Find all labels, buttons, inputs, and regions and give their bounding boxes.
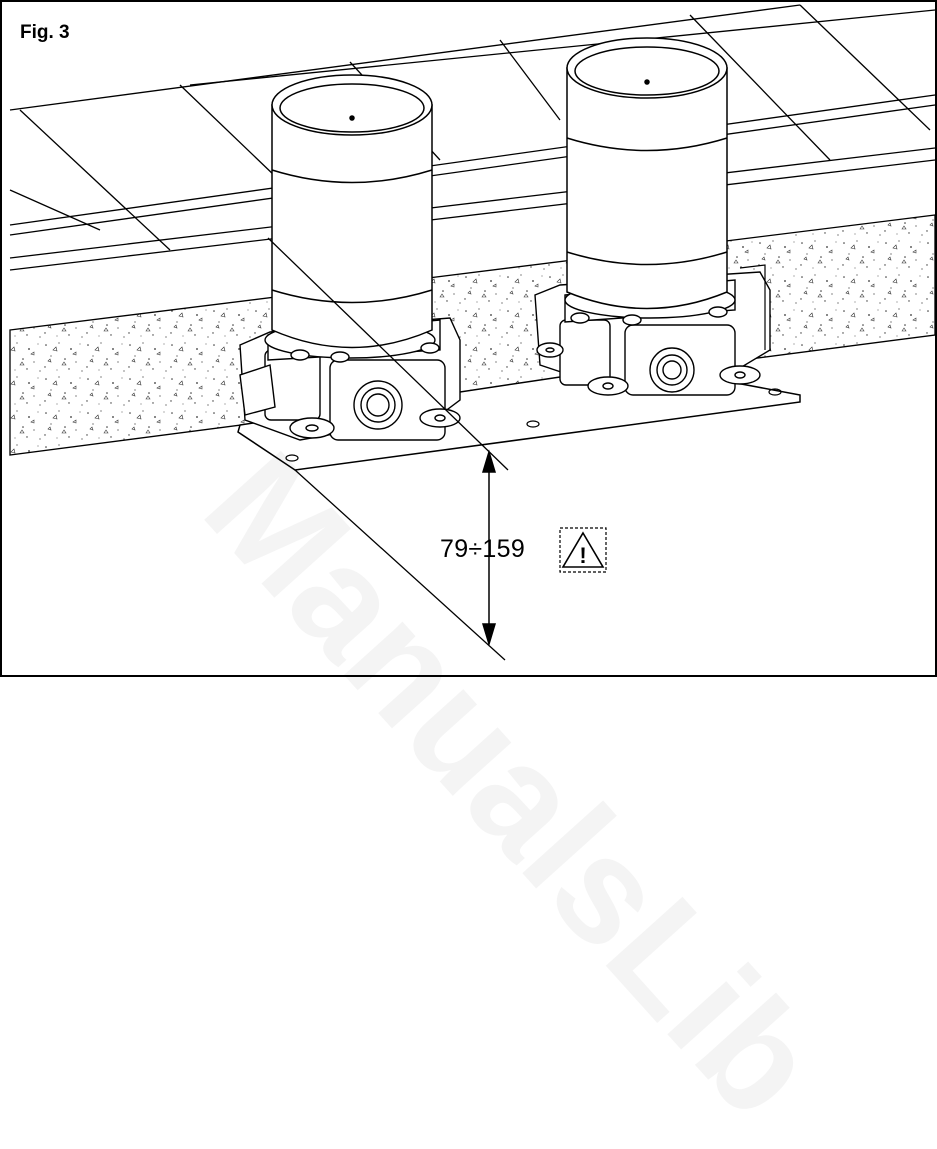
figure-frame xyxy=(0,0,937,677)
wall-edge xyxy=(739,264,766,350)
extension-lines xyxy=(267,237,509,661)
figure-label: Fig. 3 xyxy=(20,22,70,43)
sleeve-right xyxy=(566,37,728,310)
warning-triangle-icon: ! xyxy=(559,527,607,573)
dimension-arrow xyxy=(481,449,497,647)
warning-symbol: ! xyxy=(579,543,586,568)
installation-diagram: ! xyxy=(0,0,937,677)
screed-layer xyxy=(9,147,936,271)
sleeve-left xyxy=(271,74,433,349)
dimension-range-label: 79÷159 xyxy=(440,535,526,563)
tile-floor xyxy=(9,4,936,251)
valve-body-left xyxy=(239,317,461,441)
plate-holes xyxy=(285,388,782,462)
